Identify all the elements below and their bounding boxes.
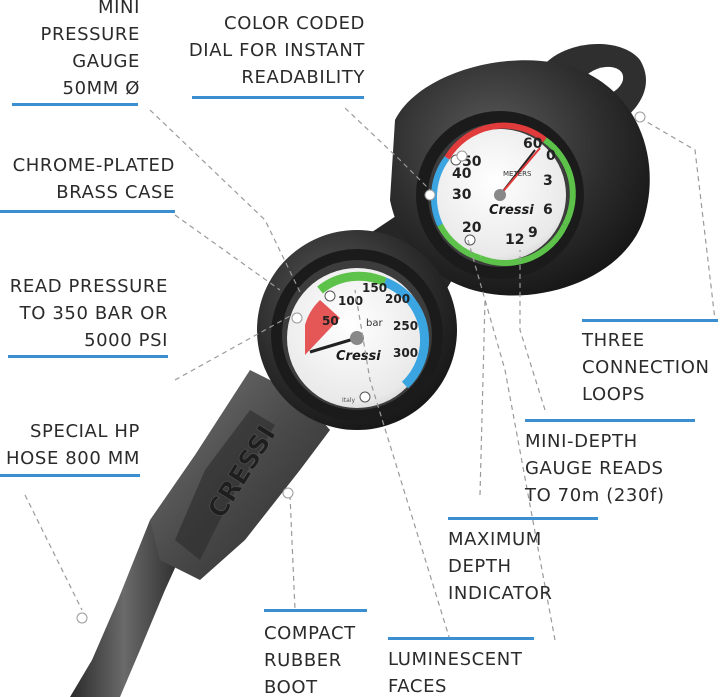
pressure-tick-label: 150 xyxy=(362,281,387,295)
callout-line: FACES xyxy=(388,676,448,697)
callout-line: INDICATOR xyxy=(448,583,553,604)
depth-tick-label: 60 xyxy=(523,136,543,152)
callout-line: HOSE 800 MM xyxy=(6,448,140,469)
callout-compact-rubber-boot: COMPACT RUBBER BOOT xyxy=(264,620,356,697)
callout-mini-pressure-gauge: MINI PRESSURE GAUGE 50MM Ø xyxy=(20,0,140,102)
callout-line: 50MM Ø xyxy=(62,78,140,99)
callout-special-hp-hose: SPECIAL HP HOSE 800 MM xyxy=(0,418,140,472)
callout-line: MINI-DEPTH xyxy=(525,431,638,452)
callout-line: READ PRESSURE xyxy=(9,276,168,297)
callout-color-coded-dial: COLOR CODED DIAL FOR INSTANT READABILITY xyxy=(150,10,365,91)
depth-tick-label: 12 xyxy=(505,232,524,248)
callout-underline xyxy=(0,474,140,477)
callout-line: MINI xyxy=(97,0,140,18)
callout-line: GAUGE xyxy=(72,51,140,72)
depth-gauge-face: 60 50 40 30 20 12 9 6 3 0 Cressi METERS xyxy=(431,122,576,267)
callout-line: LOOPS xyxy=(582,384,646,405)
rubber-boot: CRESSI xyxy=(150,370,330,580)
pressure-gauge-origin: Italy xyxy=(342,397,355,404)
callout-underline xyxy=(582,319,718,322)
callout-line: DIAL FOR INSTANT xyxy=(188,40,365,61)
callout-line: THREE xyxy=(582,330,645,351)
callout-underline xyxy=(448,517,598,520)
depth-tick-label: 30 xyxy=(452,187,472,203)
callout-underline xyxy=(264,609,367,612)
hp-hose xyxy=(70,520,190,697)
callout-line: READABILITY xyxy=(241,67,365,88)
callout-line: PRESSURE xyxy=(40,24,140,45)
callout-line: TO 70m (230f) xyxy=(525,485,665,506)
callout-line: CHROME-PLATED xyxy=(12,155,175,176)
callout-line: COMPACT xyxy=(264,623,356,644)
callout-underline xyxy=(0,210,175,213)
callout-line: SPECIAL HP xyxy=(30,421,140,442)
depth-gauge-brand: Cressi xyxy=(489,203,534,218)
callout-line: RUBBER xyxy=(264,650,342,671)
depth-tick-label: 9 xyxy=(528,225,538,241)
callout-line: CONNECTION xyxy=(582,357,710,378)
pressure-tick-label: 250 xyxy=(393,319,418,333)
depth-tick-label: 6 xyxy=(543,202,553,218)
depth-tick-label: 20 xyxy=(462,220,482,236)
callout-line: BRASS CASE xyxy=(56,182,175,203)
callout-luminescent-faces: LUMINESCENT FACES xyxy=(388,646,522,697)
callout-read-pressure: READ PRESSURE TO 350 BAR OR 5000 PSI xyxy=(0,273,168,354)
pressure-gauge-brand: Cressi xyxy=(336,349,381,364)
callout-underline xyxy=(525,419,695,422)
depth-tick-label: 40 xyxy=(452,166,472,182)
callout-underline xyxy=(8,355,168,358)
callout-line: 5000 PSI xyxy=(84,330,168,351)
pressure-tick-label: 100 xyxy=(338,294,363,308)
callout-line: TO 350 BAR OR xyxy=(19,303,168,324)
depth-tick-label: 3 xyxy=(543,173,553,189)
callout-line: MAXIMUM xyxy=(448,529,542,550)
callout-underline xyxy=(192,96,364,99)
callout-chrome-plated-case: CHROME-PLATED BRASS CASE xyxy=(0,152,175,206)
pressure-tick-label: 300 xyxy=(393,346,418,360)
depth-tick-label: 0 xyxy=(546,148,556,164)
pressure-tick-label: 200 xyxy=(385,292,410,306)
callout-line: COLOR CODED xyxy=(224,13,365,34)
callout-line: DEPTH xyxy=(448,556,512,577)
callout-underline xyxy=(388,637,534,640)
callout-three-connection-loops: THREE CONNECTION LOOPS xyxy=(582,327,710,408)
callout-mini-depth-gauge: MINI-DEPTH GAUGE READS TO 70m (230f) xyxy=(525,428,665,509)
callout-line: GAUGE READS xyxy=(525,458,664,479)
callout-maximum-depth-indicator: MAXIMUM DEPTH INDICATOR xyxy=(448,526,553,607)
callout-line: LUMINESCENT xyxy=(388,649,523,670)
pressure-gauge-unit: bar xyxy=(366,318,383,329)
depth-gauge-unit: METERS xyxy=(503,170,532,178)
callout-underline xyxy=(12,103,138,106)
pressure-gauge-face: 50 100 150 200 250 300 bar Cressi Italy xyxy=(287,268,430,408)
leader-endpoints xyxy=(76,111,646,624)
callout-line: BOOT xyxy=(264,677,318,697)
pressure-tick-label: 50 xyxy=(322,314,339,328)
leader-lines xyxy=(24,107,716,641)
